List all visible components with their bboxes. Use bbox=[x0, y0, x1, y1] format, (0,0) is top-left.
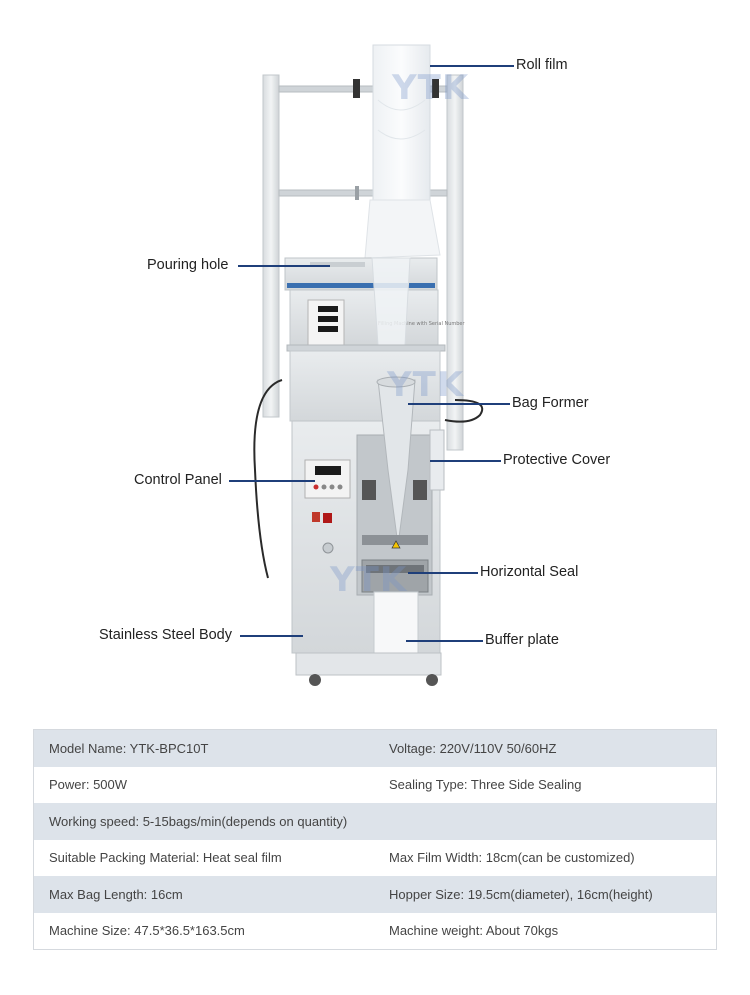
spec-cell: Max Bag Length: 16cm bbox=[33, 876, 386, 913]
spec-row: Working speed: 5-15bags/min(depends on q… bbox=[33, 803, 717, 840]
spec-cell: Hopper Size: 19.5cm(diameter), 16cm(heig… bbox=[386, 876, 717, 913]
bag-former-leader bbox=[408, 403, 510, 405]
spec-cell: Max Film Width: 18cm(can be customized) bbox=[389, 850, 635, 866]
spec-row: Power: 500W Sealing Type: Three Side Sea… bbox=[34, 767, 717, 804]
spec-cell: Sealing Type: Three Side Sealing bbox=[389, 777, 582, 793]
machine-panel-text: Filling Machine with Serial Number bbox=[378, 321, 465, 327]
watermark-bottom: YTK bbox=[330, 560, 408, 600]
buffer-plate-label: Buffer plate bbox=[485, 632, 559, 648]
control-panel-leader bbox=[229, 480, 315, 482]
spec-table: Model Name: YTK-BPC10T Voltage: 220V/110… bbox=[33, 729, 717, 950]
roll-film-leader bbox=[430, 65, 514, 67]
watermark-top: YTK bbox=[392, 68, 470, 108]
bag-former-label: Bag Former bbox=[512, 395, 589, 411]
protective-cover-label: Protective Cover bbox=[503, 452, 611, 468]
spec-row: Model Name: YTK-BPC10T Voltage: 220V/110… bbox=[33, 729, 717, 767]
spec-cell: Power: 500W bbox=[49, 777, 128, 793]
spec-row: Machine Size: 47.5*36.5*163.5cm Machine … bbox=[34, 913, 717, 950]
spec-cell: Working speed: 5-15bags/min(depends on q… bbox=[33, 803, 386, 840]
spec-cell: Model Name: YTK-BPC10T bbox=[33, 729, 386, 767]
buffer-plate-leader bbox=[406, 640, 483, 642]
control-panel-label: Control Panel bbox=[134, 472, 222, 488]
stainless-body-leader bbox=[240, 635, 303, 637]
pouring-hole-label: Pouring hole bbox=[147, 257, 229, 273]
spec-cell: Machine Size: 47.5*36.5*163.5cm bbox=[49, 923, 245, 939]
stainless-body-label: Stainless Steel Body bbox=[99, 627, 232, 643]
watermark-middle: YTK bbox=[387, 365, 465, 405]
protective-cover-leader bbox=[430, 460, 501, 462]
spec-row: Suitable Packing Material: Heat seal fil… bbox=[34, 840, 717, 877]
horizontal-seal-leader bbox=[408, 572, 478, 574]
spec-cell: Machine weight: About 70kgs bbox=[389, 923, 559, 939]
roll-film-label: Roll film bbox=[516, 57, 568, 73]
spec-cell: Suitable Packing Material: Heat seal fil… bbox=[49, 850, 282, 866]
spec-cell: Voltage: 220V/110V 50/60HZ bbox=[386, 729, 717, 767]
spec-row: Max Bag Length: 16cm Hopper Size: 19.5cm… bbox=[33, 876, 717, 913]
machine-drawing: Filling Machine with Serial Number bbox=[253, 44, 484, 686]
horizontal-seal-label: Horizontal Seal bbox=[480, 564, 579, 580]
machine-illustration: Filling Machine with Serial Number bbox=[99, 44, 611, 686]
pouring-hole-leader bbox=[238, 265, 330, 267]
spec-cell bbox=[386, 803, 717, 840]
